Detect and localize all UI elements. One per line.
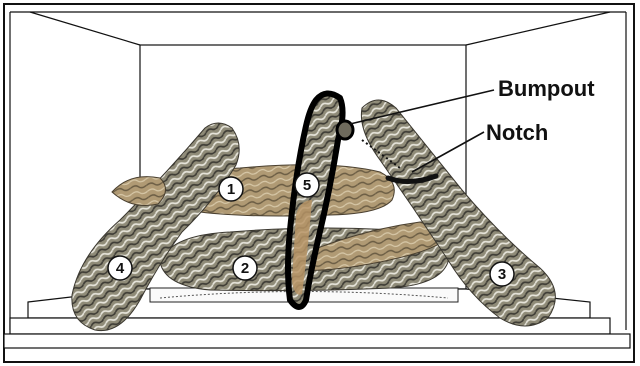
notch-label: Notch — [486, 120, 548, 145]
bumpout-label: Bumpout — [498, 76, 595, 101]
marker-1: 1 — [219, 177, 243, 201]
marker-5: 5 — [295, 173, 319, 197]
marker-1-label: 1 — [227, 181, 235, 198]
ceiling-edge-left — [30, 12, 140, 45]
marker-3-label: 3 — [498, 266, 506, 283]
marker-4: 4 — [108, 256, 132, 280]
marker-2: 2 — [233, 256, 257, 280]
marker-3: 3 — [490, 262, 514, 286]
ceiling-edge-right — [466, 12, 610, 45]
marker-5-label: 5 — [303, 177, 311, 194]
log-4-knot — [112, 177, 166, 206]
marker-2-label: 2 — [241, 260, 249, 277]
hearth-step-2 — [4, 334, 630, 348]
marker-4-label: 4 — [116, 260, 125, 277]
